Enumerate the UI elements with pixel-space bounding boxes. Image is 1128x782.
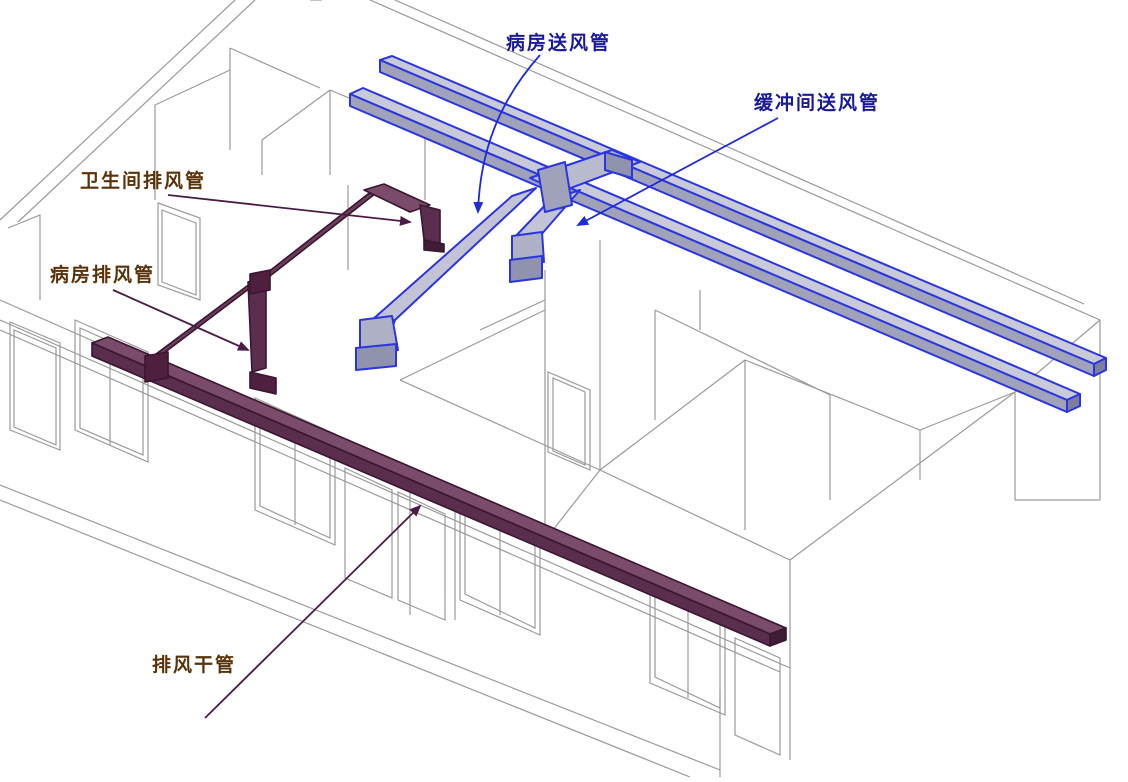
main-exhaust-duct — [91, 336, 787, 635]
ward-supply-label: 病房送风管 — [506, 32, 612, 54]
main-exhaust-label: 排风干管 — [152, 654, 237, 676]
buffer-supply-label: 缓冲间送风管 — [754, 92, 881, 114]
ward-exhaust-label: 病房排风管 — [50, 264, 156, 286]
exhaust-duct-system — [91, 183, 787, 647]
ward-exhaust-branch — [147, 281, 259, 361]
supply-duct-system — [349, 55, 1107, 413]
toilet-exhaust-branch — [257, 189, 381, 281]
main-exhaust-arrow — [204, 504, 422, 719]
toilet-exhaust-label: 卫生间排风管 — [80, 170, 207, 192]
leader-arrows — [112, 54, 779, 719]
buffer-supply-arrow — [576, 117, 779, 226]
toilet-exhaust-arrow — [167, 194, 412, 226]
ward-exhaust-arrow — [112, 289, 250, 351]
ward-supply-arrow — [473, 54, 541, 214]
supply-main-duct-upper — [379, 55, 1107, 365]
